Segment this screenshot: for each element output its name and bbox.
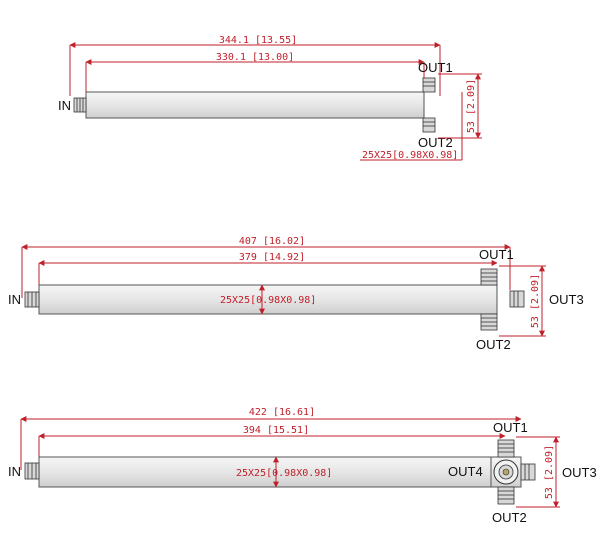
height-dim-text: 53 [2.09] (466, 79, 477, 133)
out1-connector (497, 439, 515, 458)
section-dim-text: 25X25[0.98X0.98] (220, 295, 316, 306)
out2-connector (497, 486, 515, 505)
out1-label: OUT1 (493, 420, 528, 435)
out1-connector (422, 77, 436, 93)
in-label: IN (8, 292, 21, 307)
out4-label: OUT4 (448, 464, 483, 479)
out2-label: OUT2 (418, 135, 453, 150)
overall-dim-text: 407 [16.02] (239, 236, 305, 247)
out3-connector (509, 290, 525, 308)
section-dim-text: 25X25[0.98X0.98] (236, 468, 332, 479)
drawing-4way: 422 [16.61] 394 [15.51] 25X25[0.98X0.98]… (8, 407, 597, 525)
in-connector (73, 97, 87, 113)
splitter-body (38, 284, 498, 315)
height-dim-text: 53 [2.09] (530, 274, 541, 328)
out1-label: OUT1 (479, 247, 514, 262)
out1-connector (480, 268, 498, 286)
overall-dim-text: 422 [16.61] (249, 407, 315, 418)
body-dim-text: 394 [15.51] (243, 425, 309, 436)
body-dim-text: 379 [14.92] (239, 252, 305, 263)
out3-label: OUT3 (562, 465, 597, 480)
out2-connector (480, 313, 498, 331)
drawing-3way: 407 [16.02] 379 [14.92] 25X25[0.98X0.98]… (8, 236, 584, 352)
out2-label: OUT2 (476, 337, 511, 352)
drawing-2way: 344.1 [13.55] 330.1 [13.00] IN OUT1 (58, 35, 482, 161)
in-label: IN (58, 98, 71, 113)
out2-connector (422, 117, 436, 133)
out3-connector (520, 463, 536, 481)
in-label: IN (8, 464, 21, 479)
out4-connector (493, 459, 519, 485)
overall-dim-text: 344.1 [13.55] (219, 35, 297, 46)
body-dim-text: 330.1 [13.00] (216, 52, 294, 63)
in-connector (24, 462, 40, 480)
out1-label: OUT1 (418, 60, 453, 75)
splitter-body (38, 456, 492, 488)
splitter-body (85, 91, 425, 119)
height-dim-text: 53 [2.09] (544, 445, 555, 499)
in-connector (24, 291, 40, 308)
out3-label: OUT3 (549, 292, 584, 307)
section-dim-text: 25X25[0.98X0.98] (362, 150, 458, 161)
out2-label: OUT2 (492, 510, 527, 525)
